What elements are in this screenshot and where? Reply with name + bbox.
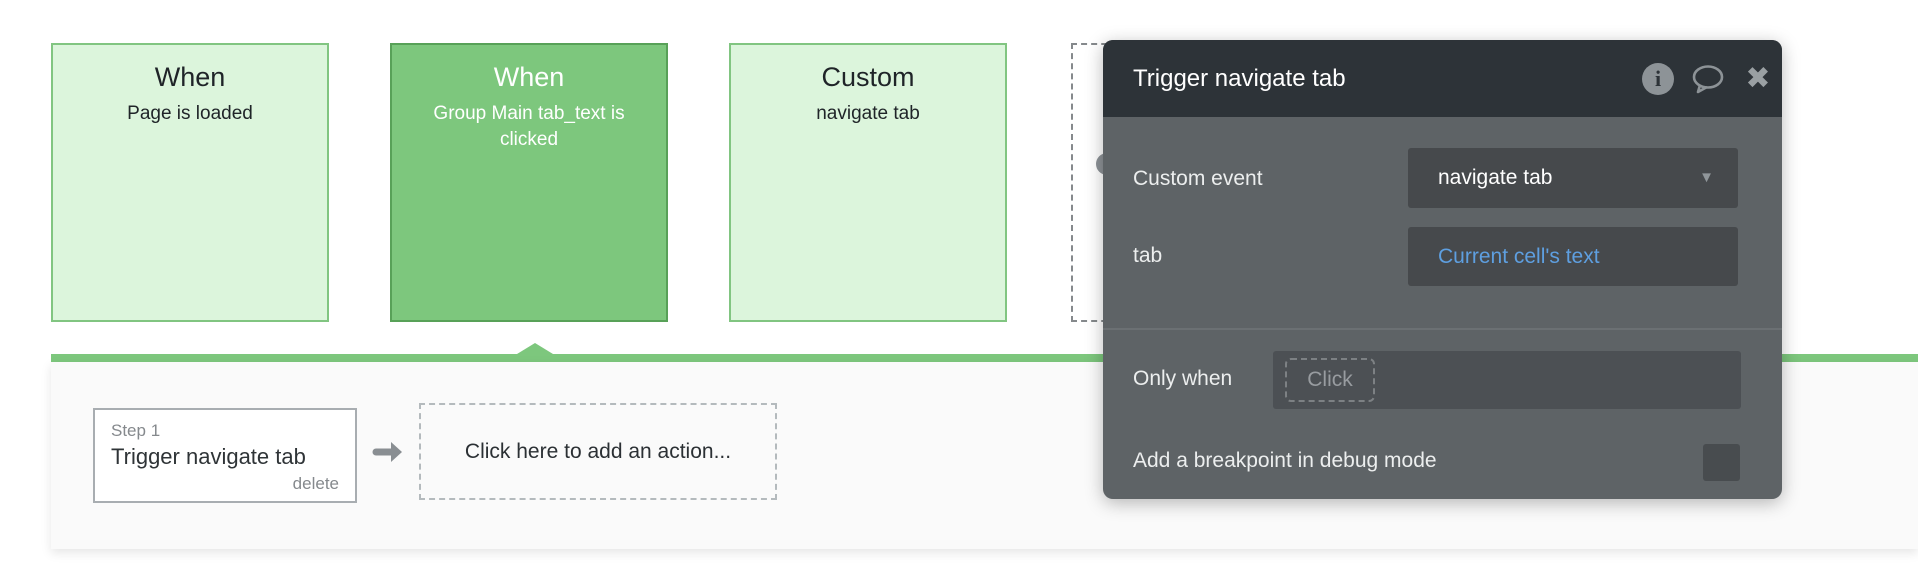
- event-card-page-loaded[interactable]: When Page is loaded: [51, 43, 329, 322]
- close-icon[interactable]: ✖: [1745, 61, 1771, 96]
- custom-event-dropdown-value: navigate tab: [1438, 166, 1553, 189]
- event-card-custom-navigate-tab[interactable]: Custom navigate tab: [729, 43, 1007, 322]
- custom-event-label: Custom event: [1133, 167, 1263, 190]
- step-index-label: Step 1: [111, 421, 161, 440]
- event-title: When: [154, 62, 226, 92]
- event-subtitle: Group Main tab_text is clicked: [433, 103, 625, 150]
- only-when-label: Only when: [1133, 367, 1233, 390]
- step-title: Trigger navigate tab: [111, 444, 306, 469]
- breakpoint-label: Add a breakpoint in debug mode: [1133, 449, 1437, 472]
- tab-label: tab: [1133, 244, 1163, 267]
- selected-event-pointer: [517, 343, 553, 354]
- event-title: Custom: [821, 62, 915, 92]
- tab-expression-field[interactable]: Current cell's text: [1408, 227, 1738, 286]
- add-action-button[interactable]: Click here to add an action...: [419, 403, 777, 500]
- custom-event-dropdown[interactable]: navigate tab ▼: [1408, 148, 1738, 208]
- breakpoint-checkbox[interactable]: [1703, 444, 1740, 481]
- only-when-input[interactable]: Click: [1273, 351, 1741, 409]
- event-properties-popup: Trigger navigate tab i ✖ Custom event na…: [1103, 40, 1782, 499]
- step-delete-button[interactable]: delete: [292, 474, 339, 493]
- event-title: When: [493, 62, 565, 92]
- popup-divider: [1103, 328, 1782, 330]
- click-condition-chip[interactable]: Click: [1285, 358, 1375, 402]
- popup-header: Trigger navigate tab i ✖: [1103, 40, 1782, 117]
- comment-icon[interactable]: [1689, 40, 1727, 117]
- chevron-down-icon: ▼: [1699, 169, 1714, 186]
- timeline-bar: [51, 354, 1918, 362]
- info-icon[interactable]: i: [1641, 40, 1675, 117]
- arrow-icon: [372, 442, 402, 462]
- step-card[interactable]: Step 1 Trigger navigate tab delete: [93, 408, 357, 503]
- click-chip-label: Click: [1307, 368, 1353, 391]
- event-subtitle: navigate tab: [816, 103, 920, 124]
- popup-title: Trigger navigate tab: [1133, 65, 1346, 92]
- event-card-group-main-clicked[interactable]: When Group Main tab_text is clicked: [390, 43, 668, 322]
- add-action-label: Click here to add an action...: [464, 440, 732, 463]
- tab-expression-value: Current cell's text: [1438, 245, 1600, 268]
- event-subtitle: Page is loaded: [127, 103, 253, 124]
